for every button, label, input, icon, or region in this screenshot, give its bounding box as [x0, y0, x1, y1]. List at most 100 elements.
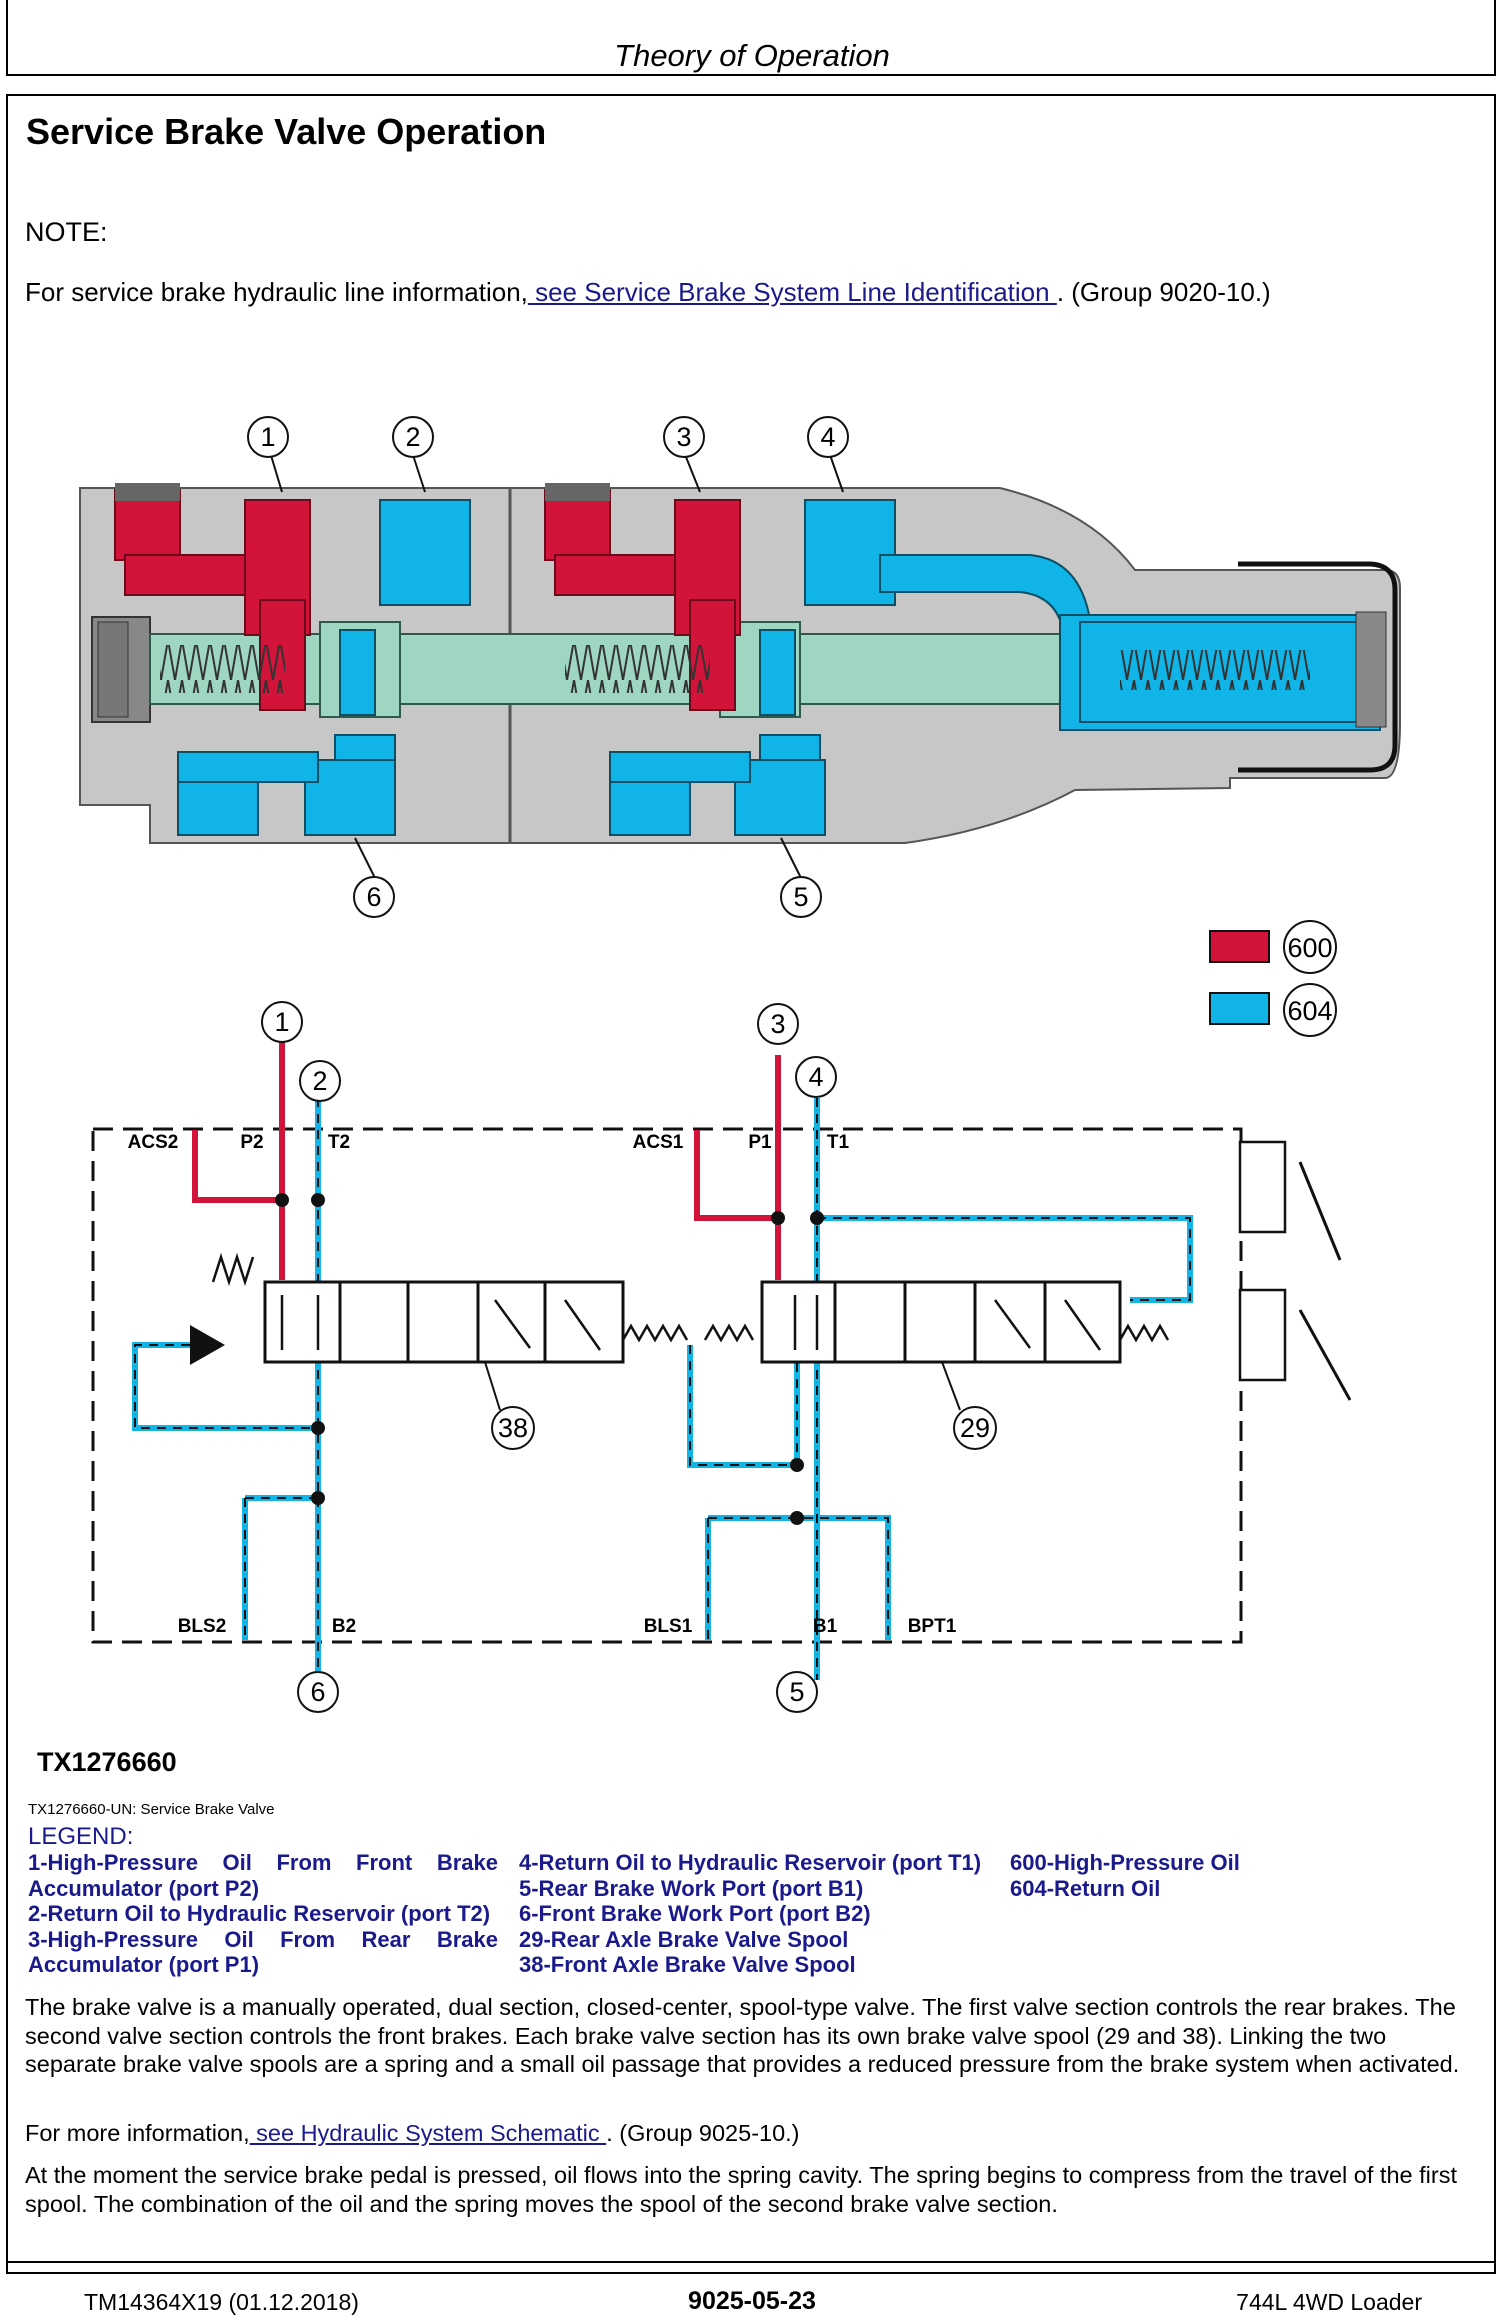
- page-header-title: Theory of Operation: [614, 38, 890, 73]
- pedal-spring: [1120, 650, 1310, 690]
- pressure-lines: [192, 1040, 781, 1280]
- port-t2: T2: [328, 1132, 350, 1153]
- body-paragraph-1: The brake valve is a manually operated, …: [25, 1994, 1460, 2077]
- callout-6: 6: [353, 876, 395, 918]
- svg-text:4: 4: [820, 422, 835, 452]
- legend-item-2: 2-Return Oil to Hydraulic Reservoir (por…: [28, 1901, 491, 1926]
- note-suffix: . (Group 9020-10.): [1056, 277, 1271, 307]
- footer-rule: [6, 2261, 1496, 2263]
- port-p1: P1: [748, 1132, 772, 1153]
- link-spring: [565, 645, 710, 693]
- schematic-callouts: 1 2 3 4 38 29 6 5: [261, 1001, 997, 1713]
- link-spring-symbol: [621, 1323, 755, 1343]
- valve-cutaway: [79, 483, 1401, 844]
- front-return-spring: [211, 1252, 255, 1287]
- figure-id: TX1276660: [37, 1747, 177, 1777]
- schem-callout-2: 2: [299, 1060, 341, 1102]
- port-p2: P2: [240, 1132, 263, 1153]
- port-bpt1: BPT1: [908, 1616, 957, 1637]
- legend-column-3: 600-High-Pressure Oil 604-Return Oil: [1010, 1850, 1240, 1901]
- pedal-spring-symbol: [1118, 1323, 1170, 1343]
- legend-item-3b: Accumulator (port P1): [28, 1952, 260, 1977]
- t1-cavity: [759, 629, 796, 716]
- legend-column-2: 4-Return Oil to Hydraulic Reservoir (por…: [519, 1850, 981, 1978]
- front-valve-block: [263, 1280, 625, 1364]
- legend-item-5: 5-Rear Brake Work Port (port B1): [519, 1875, 864, 1901]
- header-frame: [6, 0, 1496, 76]
- legend-item-29: 29-Rear Axle Brake Valve Spool: [519, 1926, 849, 1952]
- return-oil-swatch: [1209, 992, 1270, 1025]
- pedal-lower-housing: [1238, 1288, 1287, 1382]
- legend-item-604: 604-Return Oil: [1010, 1875, 1161, 1901]
- callout-4: 4: [807, 416, 849, 458]
- plunger: [1355, 611, 1387, 728]
- port-labels: ACS2 P2 T2 ACS1 P1 T1 BLS2 B2 BLS1 B1 BP…: [128, 1132, 957, 1637]
- pedal-upper-housing: [1238, 1140, 1287, 1234]
- svg-text:4: 4: [808, 1062, 823, 1092]
- acs1-port-cutaway: [544, 489, 611, 561]
- return-lines-dash: [134, 1098, 1191, 1680]
- schem-callout-6: 6: [297, 1671, 339, 1713]
- schem-callout-4: 4: [795, 1056, 837, 1098]
- legend-600-label: 600: [1287, 933, 1332, 963]
- legend-600-circle: [1283, 920, 1337, 974]
- svg-text:2: 2: [405, 422, 420, 452]
- port-acs1: ACS1: [633, 1132, 684, 1153]
- svg-text:6: 6: [310, 1677, 325, 1707]
- pilot-triangle: [190, 1325, 225, 1365]
- hydraulic-schematic: [91, 1040, 1352, 1680]
- svg-text:3: 3: [770, 1009, 785, 1039]
- footer-page-number: 9025-05-23: [688, 2287, 816, 2315]
- legend-item-38: 38-Front Axle Brake Valve Spool: [519, 1952, 856, 1977]
- body-paragraph-3: At the moment the service brake pedal is…: [25, 2162, 1457, 2217]
- note-prefix: For service brake hydraulic line informa…: [25, 277, 528, 307]
- bls2-passage: [177, 751, 319, 783]
- bls1-passage: [609, 751, 751, 783]
- callout-3: 3: [663, 416, 705, 458]
- valve-blocks: [263, 1280, 1122, 1364]
- callout-2: 2: [392, 416, 434, 458]
- schem-callout-1: 1: [261, 1001, 303, 1043]
- port-bls1: BLS1: [644, 1616, 693, 1637]
- pedal-linkage-frame: [1238, 561, 1398, 773]
- cutaway-leaders: [269, 451, 844, 879]
- legend-item-1b: Accumulator (port P2): [28, 1875, 260, 1901]
- t2-cavity: [339, 629, 376, 716]
- footer-model: 744L 4WD Loader: [1236, 2289, 1422, 2315]
- legend-title: LEGEND:: [28, 1823, 134, 1850]
- schem-callout-5: 5: [776, 1671, 818, 1713]
- port-bls2: BLS2: [178, 1616, 227, 1637]
- cutaway-callouts: 1 2 3 4 6 5: [247, 416, 849, 918]
- port-acs2: ACS2: [128, 1132, 179, 1153]
- schem-callout-3: 3: [757, 1003, 799, 1045]
- legend-604-circle: [1283, 983, 1337, 1037]
- valve-symbols: [280, 1295, 1102, 1351]
- rear-valve-block: [760, 1280, 1122, 1364]
- legend-item-600: 600-High-Pressure Oil: [1010, 1850, 1240, 1875]
- content-frame: [6, 94, 1496, 2274]
- pedal-arm-upper: [1298, 1161, 1342, 1261]
- svg-text:29: 29: [960, 1413, 990, 1443]
- line-identification-link[interactable]: see Service Brake System Line Identifica…: [527, 277, 1057, 307]
- hydraulic-schematic-link[interactable]: see Hydraulic System Schematic: [249, 2120, 607, 2146]
- end-cap-inner: [97, 621, 129, 718]
- port-b1: B1: [813, 1616, 838, 1637]
- svg-text:5: 5: [789, 1677, 804, 1707]
- front-spring: [160, 645, 285, 693]
- color-key: 600 604: [1209, 920, 1337, 1037]
- acs1-plug: [545, 483, 610, 501]
- acs2-plug: [115, 483, 180, 501]
- svg-text:3: 3: [676, 422, 691, 452]
- valve-boundary: [91, 1127, 1243, 1644]
- junction-dots: [275, 1193, 824, 1525]
- svg-text:1: 1: [274, 1007, 289, 1037]
- port-b2: B2: [332, 1616, 356, 1637]
- pedal-arm-lower: [1298, 1309, 1352, 1401]
- note-paragraph: For service brake hydraulic line informa…: [25, 278, 1271, 307]
- schem-callout-29: 29: [941, 1361, 997, 1450]
- callout-5: 5: [780, 876, 822, 918]
- svg-text:6: 6: [366, 882, 381, 912]
